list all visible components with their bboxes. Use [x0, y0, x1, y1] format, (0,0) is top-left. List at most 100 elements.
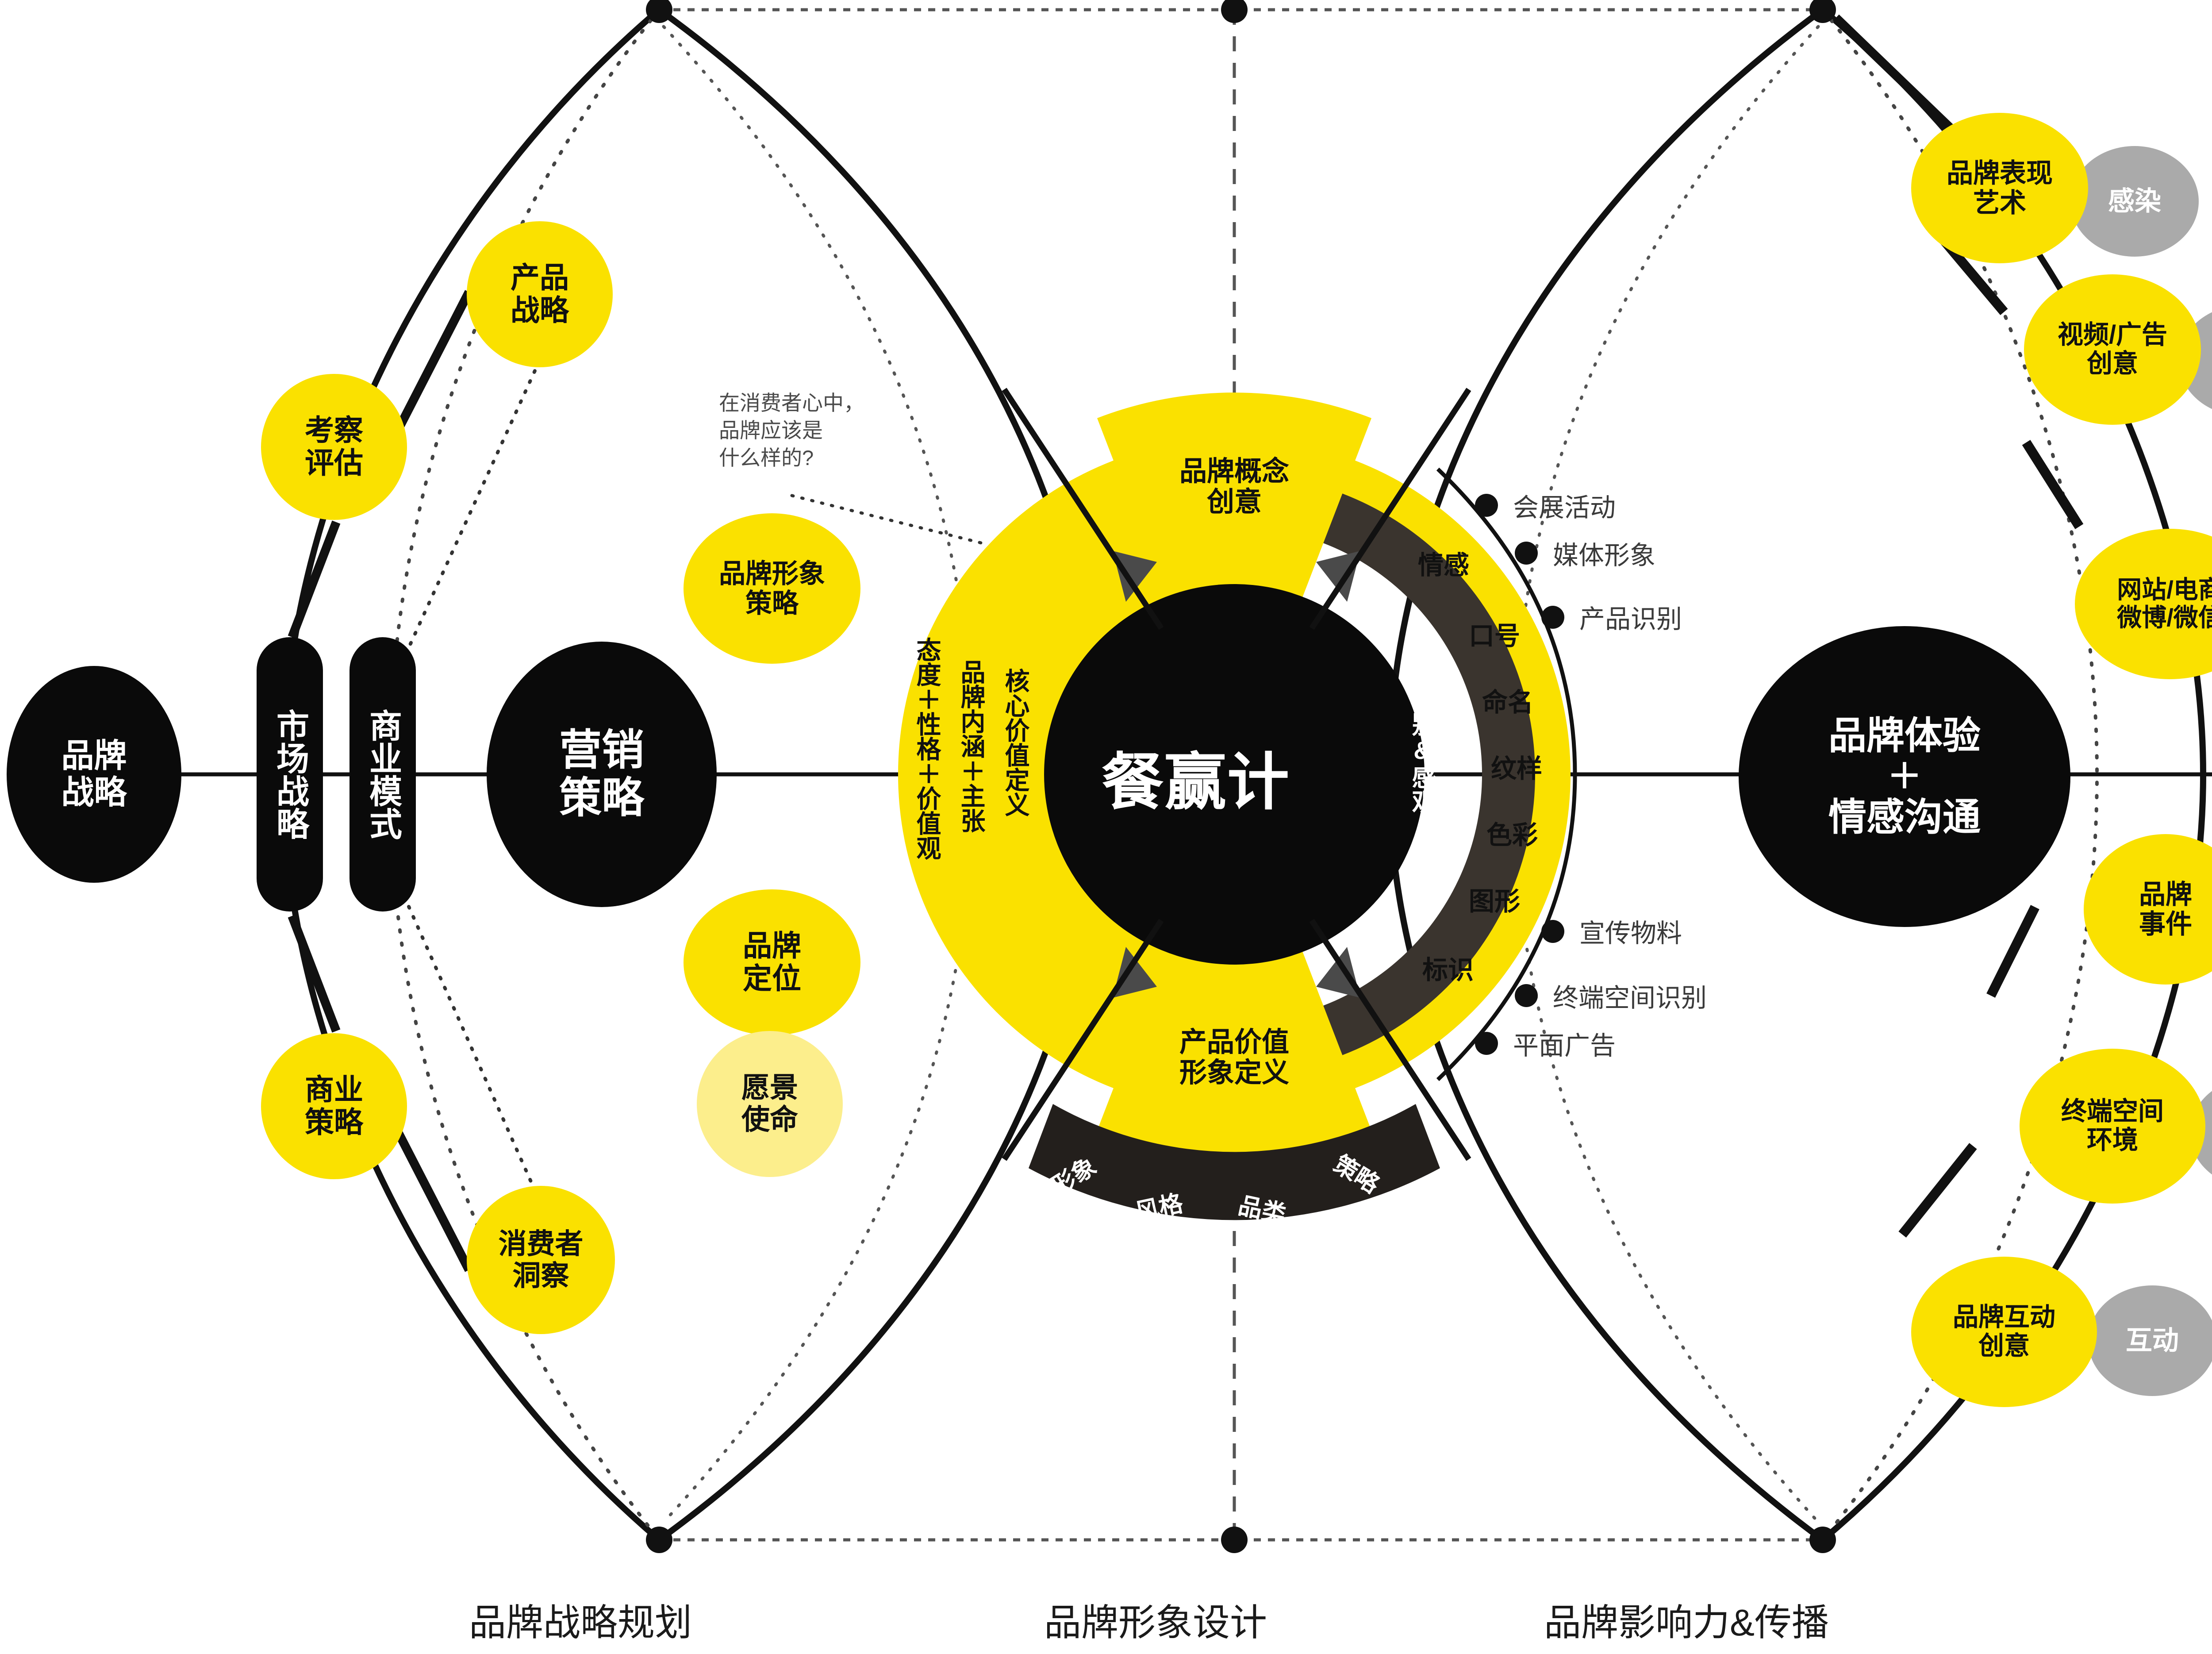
satellite-video-ad-creative[interactable]: 视频/广告 创意: [2024, 274, 2201, 425]
section-label-brand-strategy-planning: 品牌战略规划: [469, 1593, 692, 1646]
satellite-label-line1: 品牌: [2139, 879, 2192, 909]
callout-media-image-text: 媒体形象: [1553, 541, 1656, 570]
wheel-band-slogan: 口号: [1469, 615, 1520, 652]
wheel-band-emotion: 情感: [1418, 544, 1469, 581]
satellite-brand-event[interactable]: 品牌 事件: [2084, 834, 2212, 985]
callout-print-advertising: 平面广告: [1513, 1025, 1616, 1062]
node-marketing-strategy-line1: 营销: [559, 727, 644, 774]
node-brand-strategy[interactable]: 品牌 战略: [7, 666, 181, 883]
callout-print-advertising-text: 平面广告: [1513, 1031, 1616, 1060]
satellite-survey-evaluation[interactable]: 考察 评估: [261, 374, 407, 520]
wheel-bottom-sector-label: 产品价值 形象定义: [1119, 1013, 1349, 1102]
satellite-label-line2: 事件: [2139, 909, 2192, 939]
satellite-business-tactics[interactable]: 商业 策略: [261, 1033, 407, 1179]
satellite-label-line1: 终端空间: [2061, 1097, 2164, 1126]
note-line-3: 什么样的?: [719, 446, 814, 470]
wheel-band-logo: 标识: [1422, 949, 1474, 986]
node-brand-experience-plus: ＋: [1887, 757, 1922, 796]
wheel-band-pattern: 纹样: [1491, 748, 1542, 785]
satellite-label-line1: 视频/广告: [2057, 320, 2168, 350]
satellite-product-strategy[interactable]: 产品 战略: [467, 221, 613, 367]
satellite-label-line2: 策略: [305, 1106, 363, 1139]
satellite-vision-mission[interactable]: 愿景 使命: [697, 1031, 843, 1177]
satellite-label-line1: 网站/电商: [2117, 576, 2212, 604]
satellite-label-line1: 品牌互动: [1952, 1303, 2055, 1332]
satellite-label-line1: 品牌形象: [719, 558, 825, 589]
satellite-label-line1: 品牌表现: [1947, 158, 2053, 188]
node-business-model-label: 商业模式: [365, 709, 402, 840]
note-line-2: 品牌应该是: [719, 419, 823, 442]
wheel-brand-identity-sense-text: 品牌识别&感观: [1409, 637, 1436, 814]
wheel-band-pattern-text: 纹样: [1491, 754, 1543, 783]
node-brand-strategy-line2: 战略: [61, 774, 127, 811]
badge-label: 互动: [2126, 1326, 2179, 1356]
node-business-model[interactable]: 商业模式: [349, 637, 416, 912]
callout-promotional-materials: 宣传物料: [1579, 912, 1682, 950]
callout-product-identity-text: 产品识别: [1579, 605, 1682, 634]
satellite-label-line1: 考察: [305, 414, 363, 447]
wheel-band-naming: 命名: [1482, 681, 1533, 719]
wheel-brand-connotation-text: 品牌内涵＋主张: [957, 659, 985, 833]
satellite-label-line2: 策略: [745, 589, 799, 618]
wheel-top-sector-line1: 品牌概念: [1179, 456, 1289, 487]
wheel-brand-identity-sense: 品牌识别&感观: [1405, 637, 1440, 814]
wheel-core-value-definition: 核心价值定义: [998, 668, 1033, 817]
satellite-consumer-insight[interactable]: 消费者 洞察: [467, 1186, 615, 1334]
node-marketing-strategy-line2: 策略: [559, 774, 644, 822]
badge-interaction[interactable]: 互动: [2088, 1285, 2212, 1396]
satellite-label-line1: 愿景: [741, 1072, 798, 1104]
section-label-brand-image-design-text: 品牌形象设计: [1044, 1602, 1267, 1643]
satellite-label-line2: 战略: [511, 294, 569, 327]
satellite-label-line1: 品牌: [743, 929, 801, 962]
callout-exhibition-events-text: 会展活动: [1513, 493, 1616, 522]
satellite-label-line2: 艺术: [1973, 188, 2026, 218]
center-brand-logo-text: 餐赢计: [1102, 749, 1290, 817]
callout-promotional-materials-text: 宣传物料: [1579, 919, 1682, 948]
satellite-brand-positioning[interactable]: 品牌 定位: [684, 889, 860, 1035]
satellite-label-line2: 定位: [743, 962, 801, 995]
satellite-label-line2: 使命: [741, 1104, 798, 1135]
node-brand-strategy-line1: 品牌: [61, 737, 127, 774]
satellite-brand-image-strategy[interactable]: 品牌形象 策略: [684, 513, 860, 664]
wheel-band-color-text: 色彩: [1486, 821, 1538, 850]
wheel-attitude-personality-values: 态度＋性格＋价值观: [909, 637, 945, 860]
wheel-band-naming-text: 命名: [1482, 688, 1534, 717]
satellite-label-line2: 环境: [2086, 1126, 2138, 1154]
wheel-band-color: 色彩: [1486, 814, 1538, 851]
wheel-top-sector-line2: 创意: [1206, 487, 1262, 517]
wheel-bottom-sector-line2: 形象定义: [1179, 1058, 1289, 1088]
wheel-bottom-sector-line1: 产品价值: [1179, 1027, 1289, 1058]
satellite-terminal-space-env[interactable]: 终端空间 环境: [2020, 1049, 2205, 1204]
callout-product-identity: 产品识别: [1579, 598, 1682, 635]
wheel-band-graphic: 图形: [1469, 881, 1520, 918]
node-market-strategy-label: 市场战略: [272, 709, 309, 840]
section-label-brand-image-design: 品牌形象设计: [1044, 1593, 1267, 1646]
callout-terminal-space-identity: 终端空间识别: [1553, 977, 1707, 1014]
satellite-label-line2: 创意: [2086, 349, 2138, 378]
satellite-label-line2: 评估: [305, 446, 363, 479]
satellite-label-line2: 洞察: [512, 1259, 569, 1292]
node-marketing-strategy[interactable]: 营销 策略: [487, 642, 717, 907]
satellite-label-line1: 消费者: [498, 1227, 584, 1260]
wheel-band-graphic-text: 图形: [1469, 887, 1521, 916]
node-market-strategy[interactable]: 市场战略: [257, 637, 323, 912]
satellite-label-line1: 商业: [305, 1073, 363, 1106]
section-label-brand-influence-communication-text: 品牌影响力&传播: [1544, 1602, 1829, 1643]
wheel-band-logo-text: 标识: [1422, 956, 1474, 985]
satellite-brand-expression-art[interactable]: 品牌表现 艺术: [1911, 113, 2088, 263]
node-brand-experience[interactable]: 品牌体验 ＋ 情感沟通: [1739, 626, 2070, 927]
node-brand-experience-line3: 情感沟通: [1828, 796, 1981, 839]
wheel-band-slogan-text: 口号: [1469, 622, 1521, 650]
section-label-brand-influence-communication: 品牌影响力&传播: [1544, 1593, 1829, 1646]
badge-influence-render[interactable]: 感染: [2070, 146, 2199, 257]
wheel-core-value-definition-text: 核心价值定义: [1002, 668, 1029, 817]
callout-exhibition-events: 会展活动: [1513, 487, 1616, 524]
satellite-label-line2: 创意: [1978, 1331, 2030, 1360]
callout-media-image: 媒体形象: [1553, 535, 1655, 572]
wheel-band-emotion-text: 情感: [1418, 551, 1470, 580]
node-brand-experience-line1: 品牌体验: [1828, 715, 1981, 757]
section-label-brand-strategy-planning-text: 品牌战略规划: [469, 1602, 692, 1643]
satellite-brand-interaction-creative[interactable]: 品牌互动 创意: [1911, 1257, 2097, 1407]
